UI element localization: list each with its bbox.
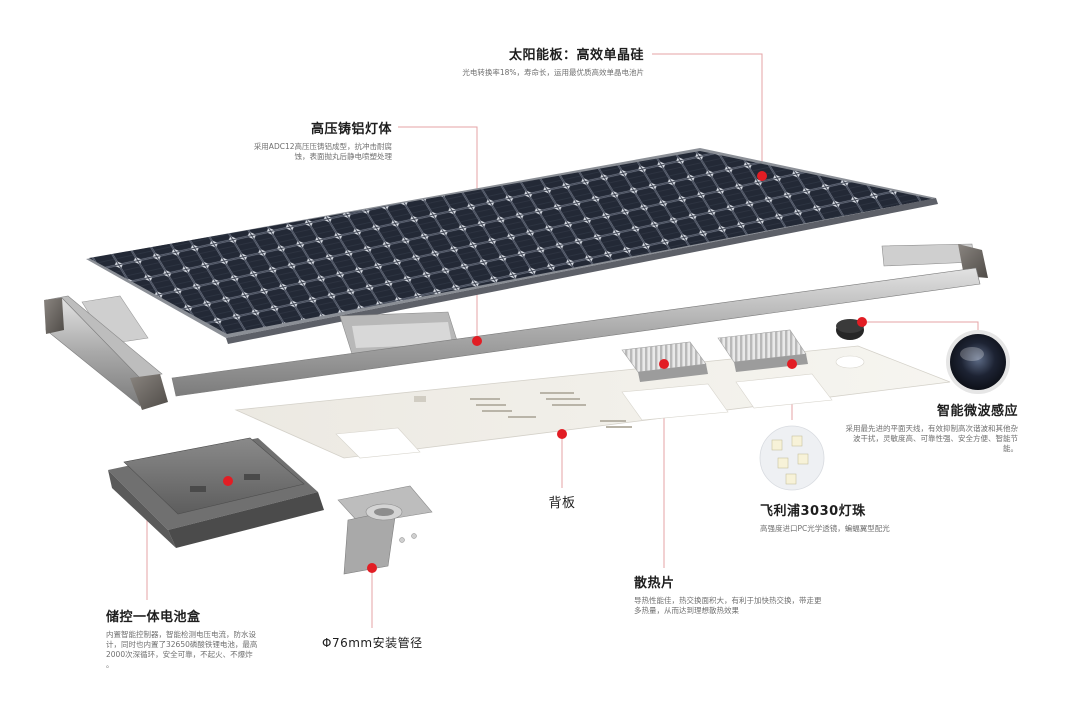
callout-solar-panel: 太阳能板：高效单晶硅 光电转换率18%，寿命长，运用最优质高效单晶电池片: [422, 44, 644, 78]
leader-sensor: [862, 321, 979, 330]
callout-mount-pipe: Φ76mm安装管径: [322, 634, 452, 651]
battery-box: [108, 437, 324, 548]
callout-desc: 导热性能佳，热交换面积大，有利于加快热交换，带走更多热量，从而达到理想散热效果: [634, 596, 822, 615]
callout-heat-sink: 散热片 导热性能佳，热交换面积大，有利于加快热交换，带走更多热量，从而达到理想散…: [634, 572, 824, 616]
callout-desc: 光电转换率18%，寿命长，运用最优质高效单晶电池片: [462, 68, 644, 77]
marker-sensor: [857, 317, 867, 327]
marker-heat-sink: [659, 359, 669, 369]
leader-solar-panel: [652, 53, 763, 176]
marker-pipe: [367, 563, 377, 573]
callout-battery-box: 储控一体电池盒 内置智能控制器，智能检测电压电流，防水设计，同时也内置了3265…: [106, 606, 258, 670]
callout-title: 高压铸铝灯体: [310, 122, 392, 137]
callout-title: Φ76mm安装管径: [322, 636, 423, 650]
callout-microwave-sensor: 智能微波感应 采用最先进的平面天线，有效抑制高次谐波和其他杂波干扰，灵敏度高、可…: [842, 400, 1019, 454]
callout-title: 散热片: [634, 576, 675, 591]
callout-desc: 高强度进口PC光学透镜，蝙蝠翼型配光: [760, 524, 890, 533]
marker-battery: [223, 476, 233, 486]
callout-title: 飞利浦3030灯珠: [760, 504, 866, 519]
marker-solar-panel: [757, 171, 767, 181]
mounting-bracket: [337, 485, 433, 575]
led-chip-detail: [759, 425, 825, 491]
heat-sink-modules: [621, 329, 808, 382]
back-plate: [234, 345, 951, 459]
callout-cast-body: 高压铸铝灯体 采用ADC12高压压铸铝成型，抗冲击耐腐蚀，表面抛丸后静电喷塑处理: [246, 118, 392, 162]
callout-title: 储控一体电池盒: [106, 610, 201, 625]
callout-desc: 采用最先进的平面天线，有效抑制高次谐波和其他杂波干扰，灵敏度高、可靠性强、安全方…: [845, 424, 1019, 453]
solar-panel: [86, 148, 938, 344]
callout-back-plate: 背板: [532, 492, 592, 511]
microwave-sensor: [836, 319, 1010, 394]
marker-dots: [223, 171, 867, 573]
marker-back-plate: [557, 429, 567, 439]
marker-cast-body: [472, 336, 482, 346]
callout-led-chip: 飞利浦3030灯珠 高强度进口PC光学透镜，蝙蝠翼型配光: [760, 500, 940, 534]
callout-desc: 采用ADC12高压压铸铝成型，抗冲击耐腐蚀，表面抛丸后静电喷塑处理: [253, 142, 392, 161]
callout-title: 背板: [548, 496, 576, 511]
callout-desc: 内置智能控制器，智能检测电压电流，防水设计，同时也内置了32650磷酸铁锂电池，…: [106, 630, 258, 669]
callout-title: 智能微波感应: [936, 404, 1018, 419]
callout-title: 太阳能板：高效单晶硅: [508, 48, 644, 63]
marker-led: [787, 359, 797, 369]
frame-rail-front: [44, 267, 981, 410]
